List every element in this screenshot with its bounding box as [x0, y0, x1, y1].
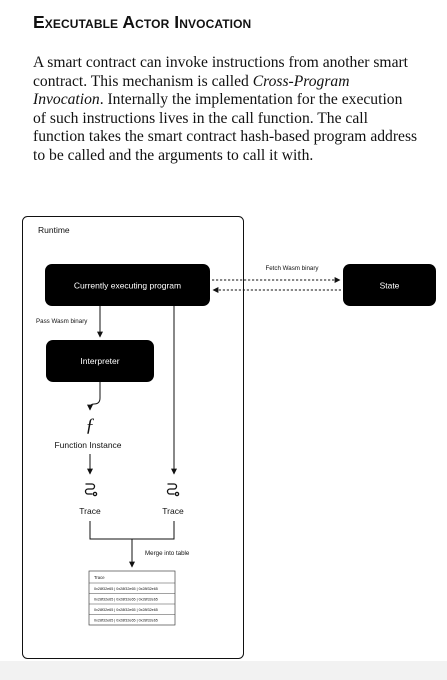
trace-left-label: Trace: [79, 506, 101, 516]
interpreter-label: Interpreter: [80, 356, 119, 366]
pass-wasm-label: Pass Wasm binary: [36, 318, 88, 325]
paragraph-emphasis: Cross-Program Invocation: [33, 72, 350, 109]
trace-icon: [84, 483, 98, 497]
interpreter-to-function-arrow: [87, 382, 101, 411]
function-icon: ƒ: [85, 415, 95, 436]
trace-table-row: 0x28f32e65 | 0x28f32e65 | 0x28f32e65: [94, 618, 158, 622]
current-program-label: Currently executing program: [74, 281, 181, 291]
trace-table: Trace 0x28f32e65 | 0x28f32e65 | 0x28f32e6…: [88, 570, 176, 626]
runtime-label: Runtime: [38, 225, 70, 235]
paragraph-text-start: A smart contract can invoke instructions…: [33, 54, 409, 90]
fetch-wasm-label: Fetch Wasm binary: [265, 265, 319, 272]
trace-table-row: 0x28f32e65 | 0x28f32e65 | 0x28f32e65: [94, 608, 158, 612]
runtime-container: [22, 216, 244, 659]
trace-table-row: 0x28f32e65 | 0x28f32e65 | 0x28f32e65: [94, 597, 158, 601]
trace-table-header: Trace: [94, 575, 105, 580]
function-instance-label: Function Instance: [54, 440, 121, 450]
trace-right-label: Trace: [162, 506, 184, 516]
state-label: State: [380, 281, 400, 291]
merge-label: Merge into table: [145, 550, 190, 557]
page-footer-band: [0, 661, 447, 680]
interpreter-node: [46, 340, 154, 382]
trace-table-frame: [88, 570, 176, 626]
intro-paragraph: A smart contract can invoke instructions…: [33, 54, 418, 166]
current-program-node: [45, 264, 210, 306]
trace-icon: [166, 483, 180, 497]
page-heading: Executable Actor Invocation: [33, 12, 252, 32]
paragraph-text-end: . Internally the implementation for the …: [33, 91, 418, 164]
state-node: [343, 264, 436, 306]
trace-table-row: 0x28f32e65 | 0x28f32e65 | 0x28f32e65: [94, 587, 158, 591]
